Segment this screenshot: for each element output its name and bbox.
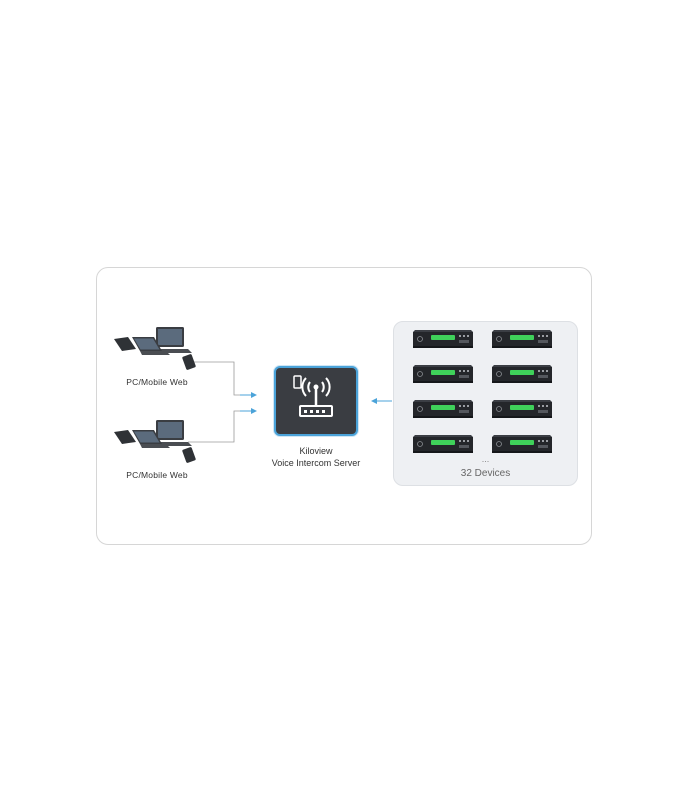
encoder-device-icon xyxy=(411,434,475,454)
client-label: PC/Mobile Web xyxy=(126,470,188,480)
encoder-device-icon xyxy=(411,399,475,419)
encoder-device-icon xyxy=(490,434,554,454)
encoder-device-icon xyxy=(411,329,475,349)
server-box xyxy=(274,366,358,436)
server-label-line2: Voice Intercom Server xyxy=(271,458,361,468)
client-bottom: PC/Mobile Web xyxy=(102,418,212,480)
server-label: Kiloview Voice Intercom Server xyxy=(246,445,386,469)
devices-label: 32 Devices xyxy=(460,468,511,479)
router-wifi-icon xyxy=(293,375,333,417)
encoder-device-icon xyxy=(490,364,554,384)
encoder-device-icon xyxy=(490,329,554,349)
laptop-phone-icon xyxy=(114,420,196,463)
encoder-device-icon xyxy=(411,364,475,384)
devices-ellipsis: ... xyxy=(481,454,490,464)
server-label-line1: Kiloview xyxy=(299,446,333,456)
client-top: PC/Mobile Web xyxy=(102,325,212,387)
client-label: PC/Mobile Web xyxy=(126,377,188,387)
laptop-phone-icon xyxy=(114,327,196,370)
encoder-device-icon xyxy=(490,399,554,419)
